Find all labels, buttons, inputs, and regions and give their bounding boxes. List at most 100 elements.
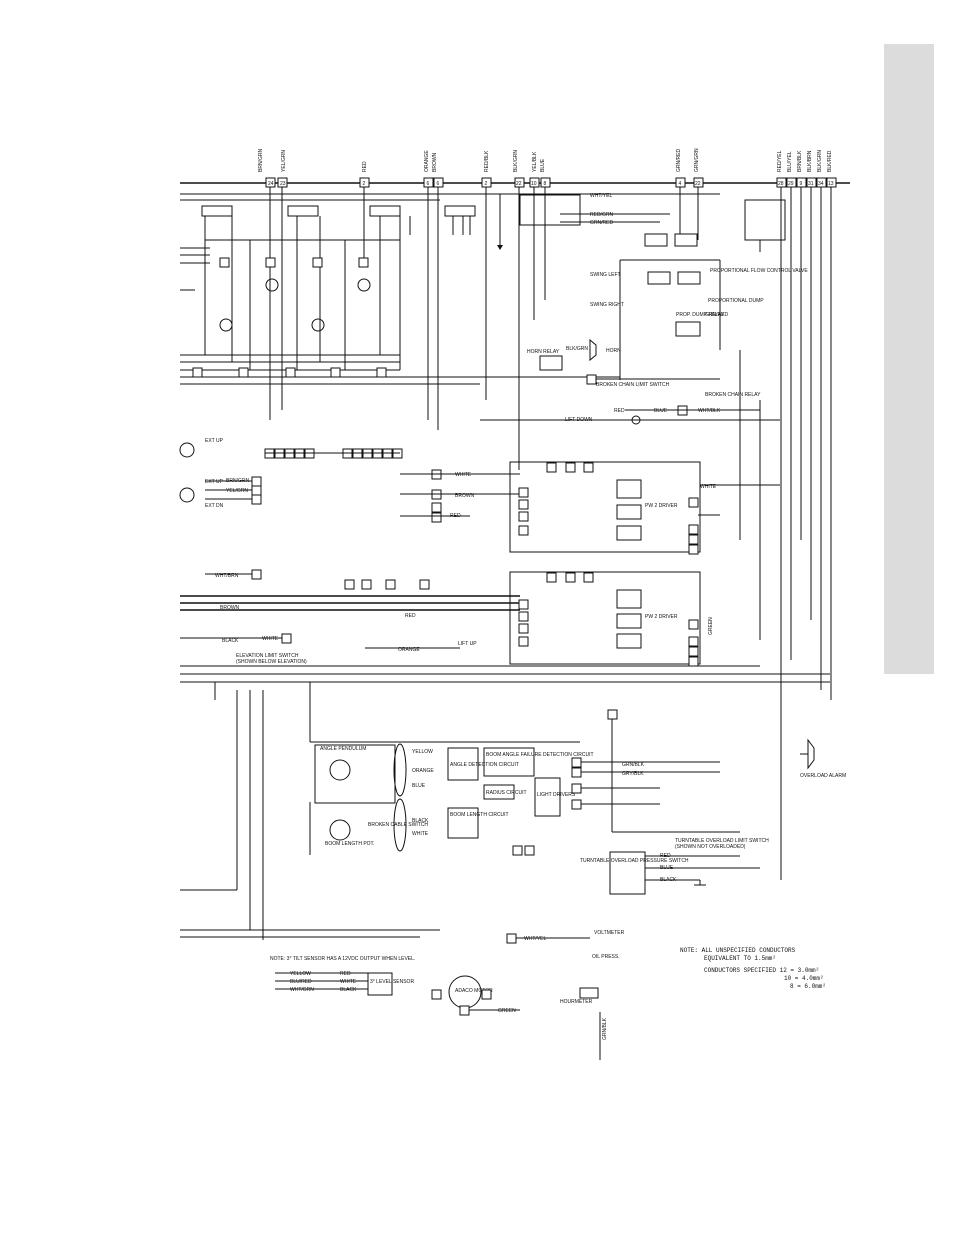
wire-label: BLK/GRN (566, 346, 588, 352)
wire-label: BLU/RED (290, 979, 312, 985)
wire-label: BLACK (340, 987, 357, 993)
note-line: EQUIVALENT TO 1.5mm² (704, 955, 776, 962)
terminal-label: 31 (808, 181, 814, 187)
component-label: 3° LEVEL SENSOR (370, 979, 414, 985)
top-wire-label: BLK/GRN (513, 150, 519, 172)
top-terminal-group: 24 23 2 6 6 2 22 10 8 4 22 28 29 9 31 34… (265, 177, 837, 188)
top-wire-label: BROWN (432, 152, 438, 172)
terminal-label: 34 (818, 181, 824, 187)
component-label: (SHOWN NOT OVERLOADED) (675, 844, 746, 850)
component-label: EXT DN (205, 503, 224, 509)
wire-label: YEL/GRN (226, 488, 248, 494)
terminal-label: 4 (679, 181, 682, 187)
note-line: 8 = 6.0mm² (790, 983, 826, 990)
wire-label: YELLOW (412, 749, 433, 755)
note-line: CONDUCTORS SPECIFIED 12 = 3.0mm² (704, 967, 819, 974)
component-label: BOOM LENGTH POT. (325, 841, 374, 847)
wire-label: RED/GRN (590, 212, 613, 218)
wire-label: WHITE (455, 472, 472, 478)
top-wire-label: YEL/GRN (281, 150, 287, 172)
wire-label: RED (614, 408, 625, 414)
wire-label: BROWN (220, 605, 240, 611)
mid-terminal-strip: WHITE BROWN RED (264, 448, 520, 523)
terminal-label: 23 (280, 181, 286, 187)
terminal-label: 2 (363, 181, 366, 187)
wire-label: WHITE (700, 484, 717, 490)
lower-bus: BROWN RED BLACK WHITE ELEVATION LIMIT SW… (180, 595, 830, 683)
component-label: BROKEN CHAIN RELAY (705, 392, 761, 398)
component-label: PROPORTIONAL FLOW CONTROL VALVE (710, 268, 808, 274)
wire-label: WHITE (412, 831, 429, 837)
top-wire-label: RED/BLK (484, 150, 490, 172)
wire-label: WHT/YEL (524, 936, 546, 942)
terminal-label: 6 (437, 181, 440, 187)
component-label: LIGHT DRIVERS (537, 792, 576, 798)
wire-label: BLUE (412, 783, 426, 789)
wire-label: RED (405, 613, 416, 619)
wire-label: BLACK (222, 638, 239, 644)
component-label: OVERLOAD ALARM (800, 773, 846, 779)
component-label: ANGLE PENDULUM (320, 746, 366, 752)
wire-label: RED (340, 971, 351, 977)
top-wire-label: RED/YEL (777, 150, 783, 172)
top-wire-label: BRN/BLK (797, 150, 803, 172)
wire-label: ORANGE (412, 768, 434, 774)
joystick-relay-cluster (192, 205, 476, 378)
top-wire-label: BLUE (540, 158, 546, 172)
component-label: PW 2 DRIVER (645, 614, 678, 620)
section-tab (884, 44, 934, 674)
broken-chain-section: BROKEN CHAIN LIMIT SWITCH BROKEN CHAIN R… (480, 350, 780, 640)
component-label: EXT UP (205, 438, 224, 444)
component-label: BOOM LENGTH CIRCUIT (450, 812, 509, 818)
component-label: BROKEN CHAIN LIMIT SWITCH (596, 382, 670, 388)
wire-label: WHT/YEL (590, 193, 612, 199)
component-label: HOURMETER (560, 999, 593, 1005)
top-wire-label: BRN/GRN (258, 149, 264, 172)
terminal-label: 2 (485, 181, 488, 187)
wire-label: WHT/BLK (698, 408, 721, 414)
terminal-label: 29 (788, 181, 794, 187)
terminal-label: 9 (800, 181, 803, 187)
note-line: NOTE: ALL UNSPECIFIED CONDUCTORS (680, 947, 796, 954)
terminal-label: 10 (531, 181, 537, 187)
driver-modules: WHITE PW 2 DRIVER PW 2 DRIVER GREEN (509, 461, 780, 667)
top-wire-label-group: BRN/GRN YEL/GRN RED ORANGE BROWN RED/BLK… (258, 148, 833, 172)
left-lower-wires (180, 682, 264, 940)
lmi-control-box: ANGLE PENDULUM YELLOW ORANGE BLUE BLACK … (309, 682, 846, 856)
terminal-label: 13 (828, 181, 834, 187)
wire-label: GRN/RED (705, 312, 728, 318)
terminal-label: 22 (516, 181, 522, 187)
top-wire-label: GRN/RED (676, 149, 682, 172)
note-line: 10 = 4.0mm² (784, 975, 824, 982)
wire-label: GREEN (708, 617, 714, 635)
horn-area: HORN RELAY BLK/GRN HORN (527, 199, 786, 385)
component-label: HORN (606, 348, 621, 354)
note-text: NOTE: 3° TILT SENSOR HAS A 12VDC OUTPUT … (270, 956, 415, 962)
wire-label: GRY/BLK (622, 771, 644, 777)
extension-switches: EXT UP EXT UP EXT DN BRN/GRN YEL/GRN WHT… (179, 438, 430, 590)
meters-area: WHT/YEL VOLTMETER OIL PRESS. HOURMETER G… (506, 930, 625, 1060)
wire-label: BLUE (654, 408, 668, 414)
component-label: PROP. DUMP RELAY (676, 312, 725, 318)
top-wire-label: BLU/YEL (787, 151, 793, 172)
component-label: SWING RIGHT (590, 302, 624, 308)
top-bus-wires (180, 182, 850, 385)
component-label: TURNTABLE OVERLOAD LIMIT SWITCH (675, 838, 769, 844)
terminal-label: 6 (427, 181, 430, 187)
wire-label: GRN/BLK (622, 762, 645, 768)
component-label: RADIUS CIRCUIT (486, 790, 527, 796)
component-label: LIFT UP (458, 641, 477, 647)
wire-label: GRN/RED (590, 220, 613, 226)
top-wire-label: ORANGE (424, 150, 430, 172)
component-label: OIL PRESS. (592, 954, 620, 960)
terminal-label: 8 (544, 181, 547, 187)
component-label: HORN RELAY (527, 349, 560, 355)
wire-label: WHT/BRN (215, 573, 239, 579)
wire-label: WHITE (340, 979, 357, 985)
tilt-sensor-area: NOTE: 3° TILT SENSOR HAS A 12VDC OUTPUT … (180, 929, 520, 1016)
component-label: PROPORTIONAL DUMP (708, 298, 764, 304)
wire-label: YELLOW (290, 971, 311, 977)
top-wire-label: RED (362, 161, 368, 172)
proportional-valve-area: WHT/YEL RED/GRN GRN/RED SWING LEFT SWING… (519, 193, 808, 380)
vertical-wires (269, 187, 832, 880)
